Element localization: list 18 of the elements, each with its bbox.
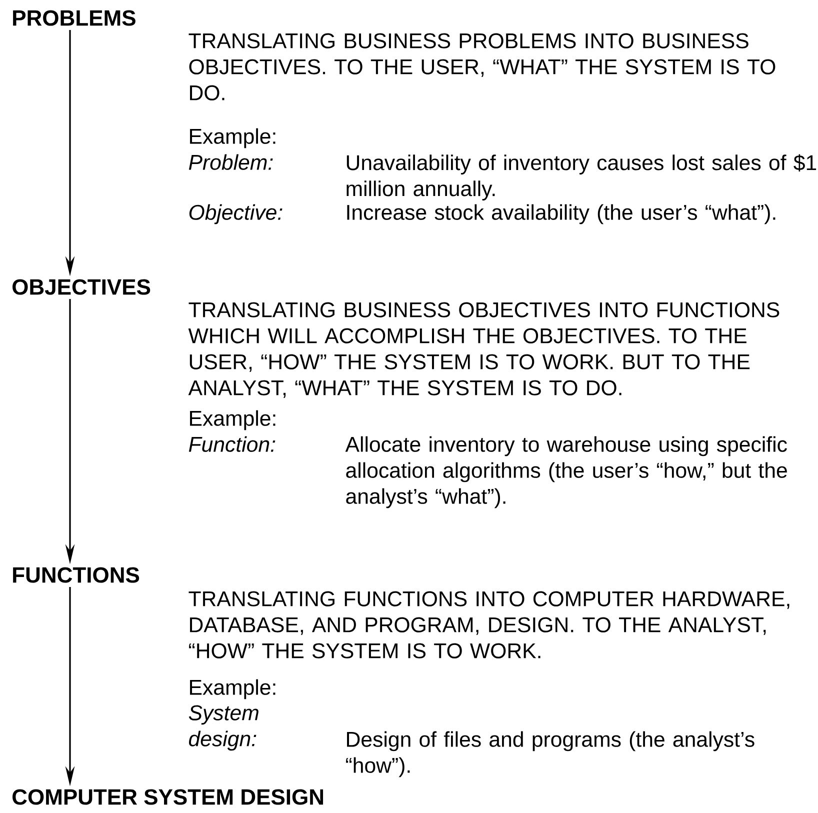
example-text: Allocate inventory to warehouse using specific allocation algorithms (the user’s “how,” but the analyst’s “what”).	[345, 436, 787, 508]
example-text: Increase stock availability (the user’s “what”).	[347, 204, 776, 224]
heading-text: FUNCTIONS	[13, 567, 140, 583]
example-text: Example:	[190, 128, 276, 148]
description-text: TRANSLATING BUSINESS OBJECTIVES INTO FUNCTIONS WHICH WILL ACCOMPLISH THE OBJECTIVES. TO THE USER, “HOW” THE SYSTEM IS TO WORK. BUT TO THE ANALYST, “WHAT” THE SYSTEM IS TO DO.	[188, 302, 780, 398]
term-label: System design:	[188, 705, 258, 751]
term-label: Function:	[188, 436, 276, 452]
example-text: Example:	[190, 410, 276, 430]
description-text: TRANSLATING FUNCTIONS INTO COMPUTER HARDWARE, DATABASE, AND PROGRAM, DESIGN. TO THE ANALYST, “HOW” THE SYSTEM IS TO WORK.	[188, 591, 790, 658]
term-label: Problem:	[188, 154, 273, 170]
heading-text: OBJECTIVES	[12, 279, 150, 295]
example-text: Unavailability of inventory causes lost sales of $1 million annually.	[346, 154, 816, 200]
term-label: Objective:	[189, 204, 282, 224]
heading-text: PROBLEMS	[13, 10, 136, 26]
heading-text: COMPUTER SYSTEM DESIGN	[12, 789, 324, 805]
example-text: Example:	[190, 679, 276, 700]
description-text: TRANSLATING BUSINESS PROBLEMS INTO BUSINESS OBJECTIVES. TO THE USER, “WHAT” THE SYSTEM IS TO DO.	[188, 33, 776, 100]
example-text: Design of files and programs (the analyst’s “how”).	[346, 731, 754, 778]
